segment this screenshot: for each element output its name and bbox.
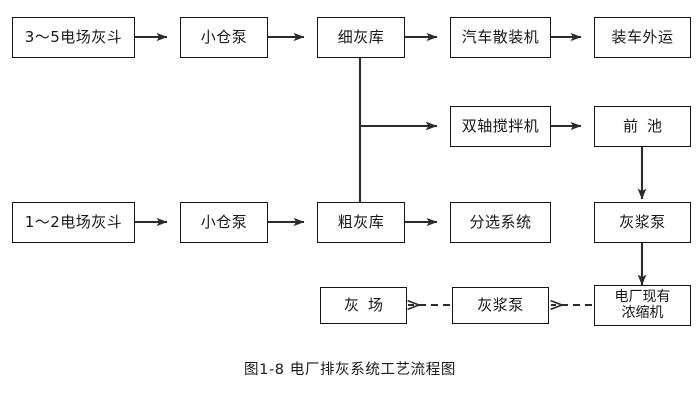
node-label-line2: 浓缩机 [621, 304, 664, 321]
node-truck-bulk-loader[interactable]: 汽车散装机 [450, 17, 551, 58]
node-label: 灰场 [343, 295, 392, 314]
node-esp-hopper-1-2[interactable]: 1～2电场灰斗 [12, 202, 135, 243]
node-label: 装车外运 [611, 27, 674, 46]
node-front-pool[interactable]: 前池 [594, 106, 691, 147]
node-label: 小仓泵 [200, 212, 248, 231]
node-label: 粗灰库 [337, 212, 385, 231]
node-label: 细灰库 [337, 27, 385, 46]
node-label-line1: 电厂现有 [614, 288, 671, 305]
node-label: 3～5电场灰斗 [24, 27, 123, 46]
node-label: 灰浆泵 [477, 295, 524, 314]
node-twin-shaft-mixer[interactable]: 双轴搅拌机 [450, 106, 551, 147]
node-small-pump-bottom[interactable]: 小仓泵 [180, 202, 268, 243]
node-label: 分选系统 [469, 212, 532, 231]
node-label: 灰浆泵 [619, 212, 666, 231]
figure-caption: 图1-8 电厂排灰系统工艺流程图 [244, 362, 456, 378]
node-label: 前池 [622, 116, 671, 135]
node-existing-thickener[interactable]: 电厂现有 浓缩机 [594, 285, 691, 326]
node-slurry-pump-right[interactable]: 灰浆泵 [594, 202, 691, 243]
node-coarse-ash-silo[interactable]: 粗灰库 [317, 202, 405, 243]
node-esp-hopper-3-5[interactable]: 3～5电场灰斗 [12, 17, 135, 58]
node-label: 汽车散装机 [461, 27, 540, 46]
node-small-pump-top[interactable]: 小仓泵 [180, 17, 268, 58]
node-fine-ash-silo[interactable]: 细灰库 [317, 17, 405, 58]
node-label: 小仓泵 [200, 27, 248, 46]
node-ash-yard[interactable]: 灰场 [320, 287, 407, 324]
node-label: 双轴搅拌机 [461, 116, 540, 135]
node-truck-transport-out[interactable]: 装车外运 [594, 17, 691, 58]
node-slurry-pump-bottom[interactable]: 灰浆泵 [452, 287, 549, 324]
node-sorting-system[interactable]: 分选系统 [450, 202, 551, 243]
node-label: 1～2电场灰斗 [24, 212, 123, 231]
